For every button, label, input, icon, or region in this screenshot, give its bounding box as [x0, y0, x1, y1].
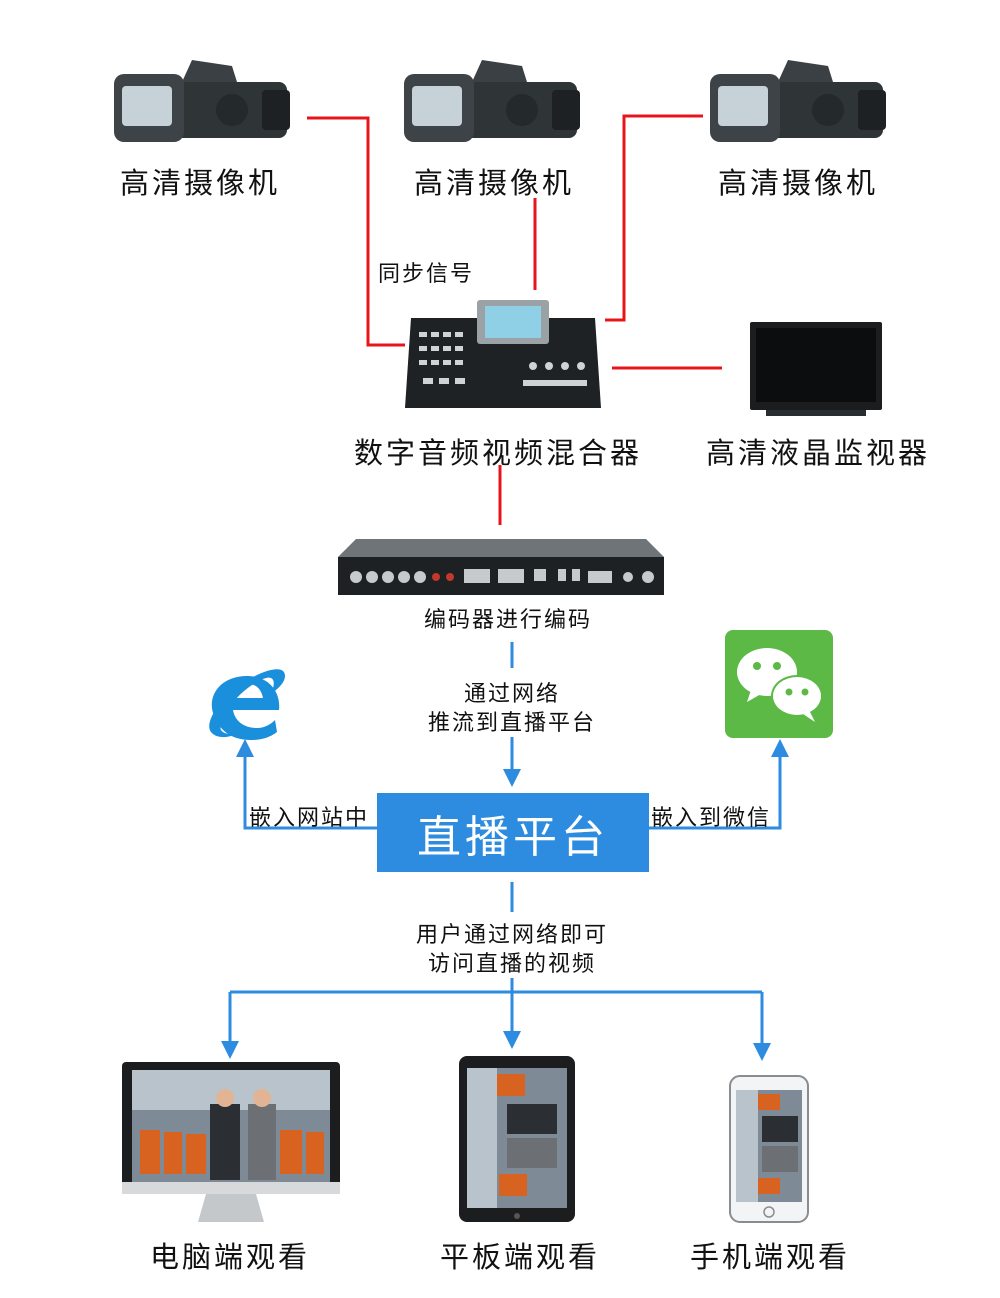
network-push-line2: 推流到直播平台 [427, 711, 596, 736]
phone-label: 手机端观看 [690, 1240, 851, 1274]
tablet-label: 平板端观看 [440, 1240, 601, 1274]
sync-signal-label: 同步信号 [378, 262, 475, 287]
wechat-icon [725, 630, 833, 738]
monitor-icon [750, 322, 882, 416]
tablet-icon [459, 1056, 575, 1222]
signal-line-camera3 [605, 114, 703, 322]
ie-browser-icon [209, 669, 285, 740]
monitor-label: 高清液晶监视器 [706, 436, 931, 470]
embed-wechat-label: 嵌入到微信 [651, 806, 772, 831]
access-line2: 访问直播的视频 [427, 952, 596, 977]
camera-icon [404, 60, 580, 142]
camera-label: 高清摄像机 [414, 166, 575, 200]
mixer-icon [405, 300, 601, 408]
network-push-line1: 通过网络 [463, 682, 560, 707]
access-line1: 用户通过网络即可 [415, 923, 608, 948]
encoder-icon [338, 539, 664, 595]
live-platform-box: 直播平台 [377, 793, 649, 872]
platform-label: 直播平台 [417, 811, 609, 863]
embed-wechat-arrow [649, 739, 789, 830]
embed-site-label: 嵌入网站中 [249, 806, 370, 831]
camera-label: 高清摄像机 [718, 166, 879, 200]
mixer-label: 数字音频视频混合器 [354, 436, 643, 470]
encoder-label: 编码器进行编码 [424, 608, 593, 633]
camera-icon [710, 60, 886, 142]
desktop-label: 电脑端观看 [150, 1240, 311, 1274]
desktop-icon [122, 1062, 340, 1222]
signal-line-camera1 [307, 116, 405, 347]
phone-icon [729, 1075, 809, 1223]
embed-site-arrow [236, 739, 377, 830]
camera-label: 高清摄像机 [120, 166, 281, 200]
camera-icon [114, 60, 290, 142]
